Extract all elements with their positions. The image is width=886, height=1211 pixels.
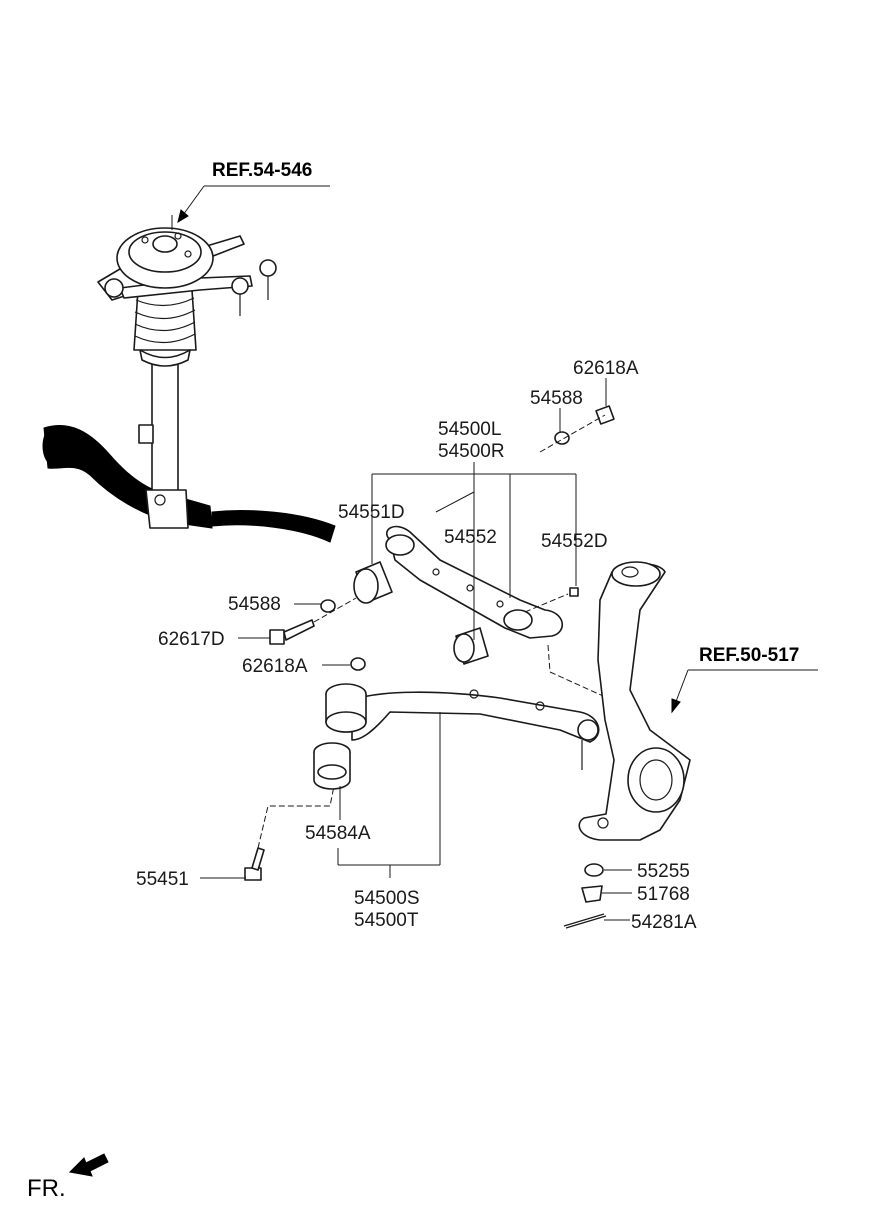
part-label-55451: 55451 <box>136 869 189 890</box>
bolt-62617D-assembly <box>269 597 357 645</box>
part-label-54588-mid: 54588 <box>228 594 281 615</box>
leader-lines <box>200 378 632 921</box>
part-label-54281A: 54281A <box>631 912 697 933</box>
part-label-54500S: 54500S <box>354 888 420 909</box>
part-label-62617D: 62617D <box>158 629 225 650</box>
part-label-54552D: 54552D <box>541 531 608 552</box>
front-label: FR. <box>27 1175 66 1202</box>
ref-label-knuckle: REF.50-517 <box>699 645 799 666</box>
part-label-51768: 51768 <box>637 884 690 905</box>
part-label-55255: 55255 <box>637 861 690 882</box>
part-label-54500L: 54500L <box>438 419 501 440</box>
part-label-62618A-top: 62618A <box>573 358 639 379</box>
part-label-54584A: 54584A <box>305 823 371 844</box>
part-label-54551D: 54551D <box>338 502 405 523</box>
part-label-54500T: 54500T <box>354 910 419 931</box>
lower-arm-54500S <box>244 657 600 881</box>
front-direction-indicator: FR. <box>27 1153 109 1202</box>
front-arrow-icon <box>68 1153 109 1177</box>
part-label-54500R: 54500R <box>438 441 505 462</box>
strut-assembly <box>42 185 336 543</box>
steering-knuckle <box>563 561 818 929</box>
part-label-62618A-mid: 62618A <box>242 656 308 677</box>
ref-label-strut: REF.54-546 <box>212 160 312 181</box>
part-label-54588-top: 54588 <box>530 388 583 409</box>
part-label-54552: 54552 <box>444 527 497 548</box>
